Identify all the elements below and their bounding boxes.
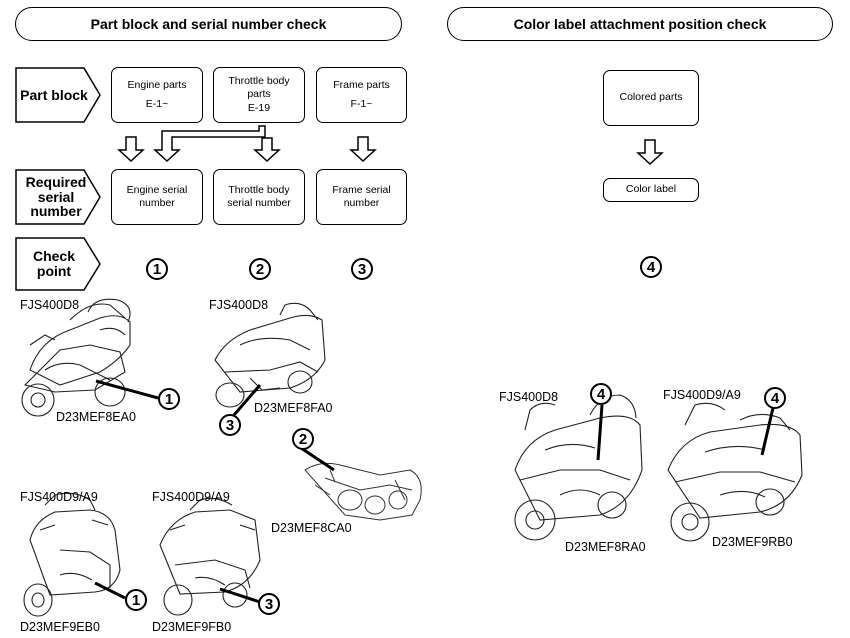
- down-arrow-throttle: [253, 137, 281, 163]
- serial-block-frame-line2: number: [343, 197, 380, 209]
- serial-block-engine-line1: Engine serial: [126, 183, 188, 196]
- fig2-model: FJS400D8: [209, 298, 269, 312]
- check-point-label: Check point: [16, 238, 92, 290]
- down-arrow-throttle-bent: [153, 125, 266, 163]
- part-block-label-shape: [15, 67, 101, 123]
- fig1-callout-1: 1: [158, 388, 180, 410]
- part-block-frame-line3: F-1~: [350, 98, 373, 110]
- check-point-label-line2: point: [36, 263, 72, 279]
- fig4-model: FJS400D9/A9: [20, 490, 98, 504]
- leader-line-4a: [596, 404, 604, 461]
- down-arrow-frame: [349, 136, 377, 163]
- colored-parts-text: Colored parts: [619, 91, 683, 104]
- part-block-throttle-line3: E-19: [247, 101, 271, 114]
- down-arrow-color: [636, 139, 664, 166]
- part-block-engine: Engine parts E-1~: [111, 67, 203, 123]
- leader-line-1b: [94, 581, 126, 600]
- fig4-callout-1: 1: [125, 589, 147, 611]
- scooter-figure-2: [214, 302, 326, 408]
- scooter-figure-1: [21, 298, 131, 417]
- required-serial-label-line3: number: [30, 203, 82, 220]
- fig4-code: D23MEF9EB0: [20, 620, 100, 634]
- leader-line-3a: [232, 384, 262, 416]
- color-label-text: Color label: [625, 183, 677, 196]
- serial-block-throttle-line2: serial number: [227, 197, 291, 209]
- leader-line-2: [300, 446, 335, 472]
- part-block-engine-line1: Engine parts: [127, 78, 187, 91]
- header-part-block-serial-check: Part block and serial number check: [15, 7, 402, 41]
- fig7-callout-4: 4: [764, 387, 786, 409]
- fig1-code: D23MEF8EA0: [56, 410, 136, 424]
- check-number-2: 2: [249, 258, 271, 280]
- fig5-code: D23MEF9FB0: [152, 620, 232, 634]
- scooter-figure-6: [514, 394, 643, 541]
- part-block-frame: Frame parts F-1~: [316, 67, 407, 123]
- scooter-figure-4: [23, 492, 121, 617]
- fig5-model: FJS400D9/A9: [152, 490, 230, 504]
- serial-block-throttle: Throttle body serial number: [213, 169, 305, 225]
- serial-block-throttle-line1: Throttle body: [228, 183, 290, 196]
- part-block-label: Part block: [16, 68, 92, 122]
- required-serial-label-line2: serial: [37, 188, 75, 205]
- check-point-label-shape: [15, 237, 101, 291]
- check-number-3: 3: [351, 258, 373, 280]
- part-block-engine-line3: E-1~: [145, 98, 169, 110]
- color-label-box: Color label: [603, 178, 699, 202]
- check-number-1: 1: [146, 258, 168, 280]
- scooter-figure-7: [667, 402, 803, 542]
- leader-line-1: [95, 379, 159, 400]
- fig1-model: FJS400D8: [20, 298, 80, 312]
- fig7-code: D23MEF9RB0: [712, 535, 793, 549]
- fig2-callout-3: 3: [219, 414, 241, 436]
- part-block-throttle-line1: Throttle body: [228, 75, 290, 88]
- part-block-throttle-line2: parts: [247, 88, 271, 101]
- fig3-code: D23MEF8CA0: [271, 521, 352, 535]
- part-block-frame-line1: Frame parts: [333, 78, 390, 91]
- serial-block-engine: Engine serial number: [111, 169, 203, 225]
- leader-line-4b: [760, 407, 775, 456]
- fig6-code: D23MEF8RA0: [565, 540, 646, 554]
- fig7-model: FJS400D9/A9: [663, 388, 741, 402]
- required-serial-label: Required serial number: [16, 170, 96, 224]
- part-block-label-text: Part block: [20, 86, 88, 103]
- check-point-label-line1: Check: [32, 248, 76, 265]
- required-serial-label-line1: Required: [25, 173, 87, 190]
- fig3-callout-2: 2: [292, 428, 314, 450]
- fig6-model: FJS400D8: [499, 390, 559, 404]
- serial-block-frame: Frame serial number: [316, 169, 407, 225]
- fig6-callout-4: 4: [590, 383, 612, 405]
- fig5-callout-3: 3: [258, 593, 280, 615]
- colored-parts-box: Colored parts: [603, 70, 699, 126]
- part-block-throttle: Throttle body parts E-19: [213, 67, 305, 123]
- throttle-body-figure: [304, 462, 422, 521]
- down-arrow-engine: [117, 136, 145, 163]
- scooter-figure-5: [159, 497, 261, 616]
- serial-block-engine-line2: number: [139, 197, 175, 209]
- leader-line-3b: [219, 587, 261, 604]
- header-color-label-check: Color label attachment position check: [447, 7, 833, 41]
- required-serial-label-shape: [15, 169, 101, 225]
- serial-block-frame-line1: Frame serial: [332, 183, 391, 196]
- fig2-code: D23MEF8FA0: [254, 401, 333, 415]
- check-number-4: 4: [640, 256, 662, 278]
